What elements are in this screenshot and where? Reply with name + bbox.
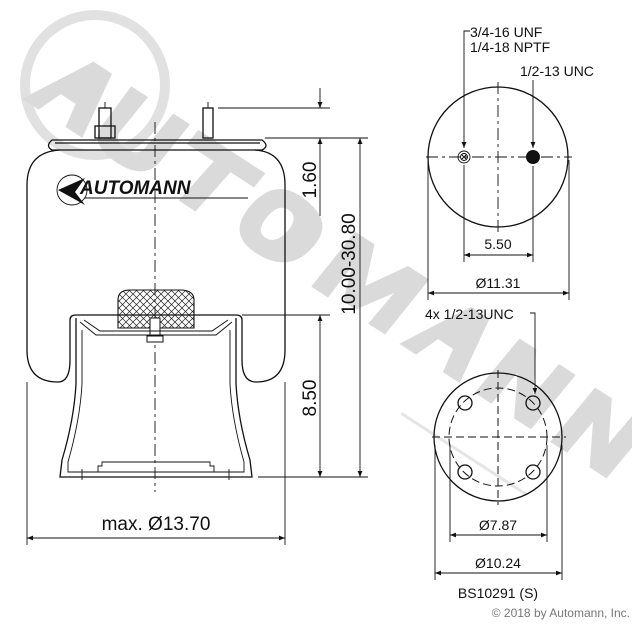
dim-diameter-bottom: Ø10.24 (475, 555, 521, 571)
copyright: © 2018 by Automann, Inc. (492, 606, 630, 620)
dim-diameter-top: Ø11.31 (476, 275, 521, 291)
bolt-hole (457, 395, 473, 411)
air-fitting-icon (457, 150, 471, 164)
label-holes: 4x 1/2-13UNC (425, 306, 514, 322)
dim-piston: 8.50 (300, 380, 321, 417)
bellows-logo-text: AUTOMANN (79, 178, 192, 199)
bumper (117, 289, 195, 329)
part-number: BS10291 (S) (458, 585, 538, 601)
bottom-view: 4x 1/2-13UNC Ø7.87 Ø10.24 (425, 306, 566, 580)
bolt-hole (525, 395, 541, 411)
dim-max-diameter: max. Ø13.70 (102, 514, 211, 535)
dim-bolt-circle: Ø7.87 (479, 517, 517, 533)
bead-plate (47, 139, 267, 151)
piston (59, 318, 253, 478)
label-air-fitting-1: 3/4-16 UNF (470, 24, 542, 40)
watermark (20, 10, 632, 496)
dim-top: 1.60 (300, 162, 321, 199)
watermark-logo-circle (20, 10, 170, 160)
dim-spacing: 5.50 (484, 236, 511, 252)
watermark-url-shape (400, 412, 528, 496)
dim-height-range: 10.00-30.80 (339, 213, 360, 314)
automann-logo-mark (56, 174, 88, 206)
stud-base (94, 125, 116, 139)
top-view: 3/4-16 UNF 1/4-18 NPTF 1/2-13 UNC 5.50 Ø… (426, 24, 594, 300)
stud (202, 107, 214, 139)
label-air-fitting-2: 1/4-18 NPTF (470, 39, 550, 55)
watermark-brand-shape (21, 61, 632, 479)
bolt-hole (457, 464, 473, 480)
bolt-hole (525, 464, 541, 480)
side-view: AUTOMANN 1.60 10.00-30.80 8.50 max. Ø13.… (26, 88, 368, 545)
stud-icon (526, 150, 540, 164)
label-stud: 1/2-13 UNC (520, 63, 594, 79)
